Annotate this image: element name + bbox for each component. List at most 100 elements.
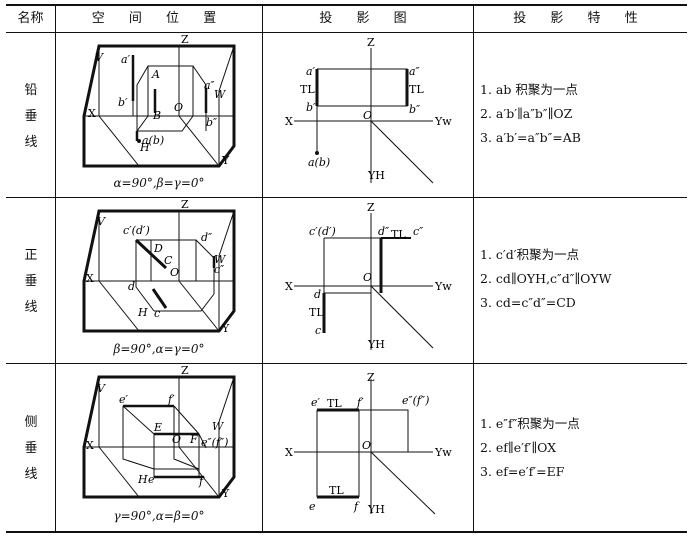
header-features: 投 影 特 性 [513,11,648,26]
row-name-char: 线 [24,135,38,150]
row-name-vertical: 铅 垂 线 [8,78,54,156]
point-F: F [189,433,198,446]
axis-x: X [88,107,96,120]
axis-yh: YH [367,503,385,516]
origin-o: O [363,109,372,122]
label-e: e [309,500,316,513]
label-a-dprime: a″ [204,79,216,92]
point-A: A [151,68,160,81]
label-cd-prime: c′(d′) [309,225,336,238]
label-d: d [128,280,135,293]
true-length-label: TL [409,83,424,96]
angle-caption-2: β=90°,α=γ=0° [113,342,205,356]
feature-item: 2. a′b′∥a″b″∥OZ [480,106,573,121]
row-name-frontal: 正 垂 线 [8,243,54,321]
label-b-dprime: b″ [206,116,218,129]
label-a-prime: a′ [306,65,316,78]
point-C: C [164,254,173,267]
feature-item: 1. c′d′积聚为一点 [480,247,580,262]
row-divider-2 [6,363,687,364]
label-ab: a(b) [308,156,330,169]
plane-h: H [137,306,148,319]
plane-h: H [137,473,148,486]
feature-item: 3. a′b′=a″b″=AB [480,130,581,145]
features-list-2: 1. c′d′积聚为一点 2. cd∥OYH,c″d″∥OYW 3. cd=c″… [480,243,685,315]
space-diagram-1: Z X Y V W H A B O a′ b′ a″ b″ a(b) [82,33,236,168]
axis-yw: Yw [434,115,452,128]
origin-o: O [362,439,371,452]
axis-z: Z [367,36,375,49]
label-d-dprime: d″ [378,225,390,238]
true-length-label: TL [327,397,342,410]
table-bottom-rule [6,531,687,533]
label-b-prime: b′ [118,96,128,109]
point-D: D [153,242,163,255]
axis-x: X [86,439,94,452]
label-a-dprime: a″ [409,65,421,78]
col-divider-2 [262,5,263,532]
header-rule [6,32,687,33]
true-length-label: TL [329,484,344,497]
plane-v: V [95,51,104,64]
feature-item: 1. ab 积聚为一点 [480,82,578,97]
angle-caption-1: α=90°,β=γ=0° [113,176,205,190]
origin-o: O [363,271,372,284]
feature-item: 3. ef=e′f′=EF [480,464,565,479]
header-space-position: 空 间 位 置 [91,11,227,26]
plane-w: W [214,253,227,266]
space-diagram-3: Z X Y V W H E F O e′ f′ e″(f″) e f [82,364,236,500]
axis-z: Z [181,33,189,46]
plane-v: V [97,382,106,395]
col-divider-1 [55,5,56,532]
header-name: 名称 [17,11,44,26]
origin-o: O [174,101,183,114]
axis-x: X [285,280,293,293]
col-divider-3 [473,5,474,532]
label-f: f [353,500,360,513]
axis-yh: YH [367,169,385,182]
label-b-dprime: b″ [409,103,421,116]
label-c-dprime: c″ [214,263,225,276]
axis-x: X [285,446,293,459]
axis-x: X [86,272,94,285]
label-b-prime: b′ [306,101,316,114]
label-f-prime: f′ [167,393,175,406]
projection-diagram-2: Z X Yw YH O c′(d′) d″ c″ TL TL d c [285,201,452,351]
axis-x: X [285,115,293,128]
label-f: f [198,475,205,488]
row-name-char: 铅 [24,83,38,98]
axis-z: Z [367,371,375,384]
axis-y: Y [221,487,230,500]
axis-yw: Yw [434,280,452,293]
feature-item: 1. e″f″积聚为一点 [480,416,580,431]
label-ef-dprime: e″(f″) [201,436,228,449]
true-length-label: TL [300,83,315,96]
axis-z: Z [367,201,375,214]
origin-o: O [172,433,181,446]
angle-caption-3: γ=90°,α=β=0° [113,509,205,523]
label-cd-prime: c′(d′) [123,224,150,237]
axis-yw: Yw [434,446,452,459]
label-d-dprime: d″ [201,231,213,244]
projection-diagram-3: Z X Yw YH O e′ f′ e″(f″) TL TL e f [285,371,452,516]
row-name-char: 正 [24,248,38,263]
label-ab: a(b) [142,134,164,147]
label-a-prime: a′ [121,53,131,66]
row-name-lateral: 侧 垂 线 [8,410,54,488]
projection-diagram-1: Z X Yw YH O a′ b′ a″ b″ TL TL a(b) [285,36,452,184]
label-e-prime: e′ [119,393,129,406]
label-c: c [315,324,321,337]
row-name-char: 线 [24,300,38,315]
row-divider-1 [6,197,687,198]
label-d: d [314,288,321,301]
feature-item: 2. ef∥e′f′∥OX [480,440,557,455]
true-length-label: TL [391,228,406,241]
label-e-prime: e′ [311,396,321,409]
plane-h: H [139,141,150,154]
axis-y: Y [221,322,230,335]
feature-item: 2. cd∥OYH,c″d″∥OYW [480,271,612,286]
feature-item: 3. cd=c″d″=CD [480,295,576,310]
row-name-char: 侧 [24,415,38,430]
axis-z: Z [181,364,189,377]
label-ef-dprime: e″(f″) [402,394,429,407]
